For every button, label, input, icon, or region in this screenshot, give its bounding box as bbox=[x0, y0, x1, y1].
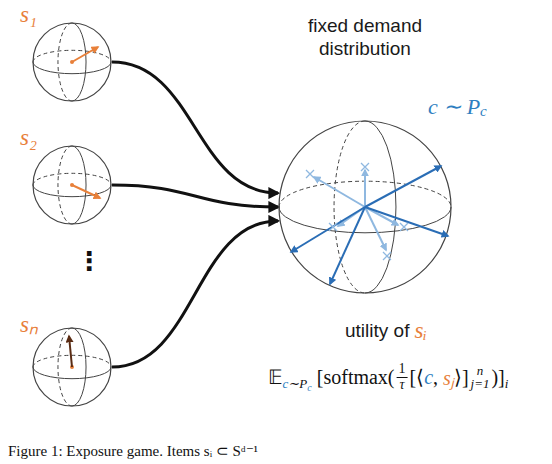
formula-line: 𝔼c∼Pc[softmax(1τ[⟨c,sⱼ⟩]nj=1)]i bbox=[268, 362, 509, 392]
flow-arrow bbox=[112, 185, 278, 207]
formula-text: [⟨ bbox=[410, 365, 425, 389]
ellipsis-dots: ⋮ bbox=[76, 246, 102, 276]
meridian-back bbox=[334, 121, 365, 293]
meridian-back bbox=[58, 146, 72, 224]
item-sphere: sₙ bbox=[32, 327, 112, 407]
demand-sphere: fixed demand distributionc ∼ Pc bbox=[278, 120, 452, 294]
sphere-center bbox=[70, 183, 74, 187]
formula-text: )] bbox=[491, 366, 504, 389]
demand-vector bbox=[330, 207, 365, 284]
demand-vector bbox=[291, 207, 365, 252]
sphere-center bbox=[70, 365, 74, 369]
equator-back bbox=[33, 173, 111, 185]
formula-text: [softmax( bbox=[317, 366, 395, 389]
demand-vector bbox=[365, 207, 398, 225]
flow-arrow bbox=[112, 62, 278, 193]
sphere-circle bbox=[33, 328, 111, 406]
sphere-outline bbox=[32, 22, 112, 102]
distribution-label: c ∼ P bbox=[428, 94, 480, 120]
index-stack: nj=1 bbox=[471, 364, 490, 390]
formula-symbol: sⱼ bbox=[443, 364, 454, 391]
distribution-subscript: c bbox=[480, 103, 487, 120]
demand-vector bbox=[365, 166, 441, 207]
meridian-front bbox=[72, 146, 86, 224]
flow-arrow bbox=[112, 221, 278, 367]
utility-line: utility ofsᵢ bbox=[345, 318, 427, 344]
item-label: s₂ bbox=[20, 125, 37, 151]
sphere-circle bbox=[33, 146, 111, 224]
formula-subscript: i bbox=[505, 376, 509, 392]
item-symbol: sᵢ bbox=[414, 318, 427, 344]
equator-back bbox=[279, 181, 451, 207]
item-vector bbox=[69, 336, 72, 367]
meridian-front bbox=[72, 328, 86, 406]
sphere-outline bbox=[32, 145, 112, 225]
formula-subscript: ∼P bbox=[288, 376, 307, 392]
demand-vector bbox=[365, 207, 386, 250]
item-label: s₁ bbox=[20, 2, 37, 28]
item-sphere: s₁ bbox=[32, 22, 112, 102]
demand-vector bbox=[364, 170, 366, 207]
sphere-outline bbox=[32, 327, 112, 407]
equator-front bbox=[33, 62, 111, 74]
equator-front bbox=[33, 367, 111, 379]
fraction: 1τ bbox=[397, 362, 408, 392]
formula-superscript: n bbox=[477, 364, 484, 377]
formula-subscript: c bbox=[283, 376, 289, 392]
sphere-heading: fixed demand distribution bbox=[260, 14, 470, 60]
demand-vector bbox=[338, 207, 365, 226]
expectation-symbol: 𝔼 bbox=[268, 365, 283, 389]
meridian-back bbox=[58, 328, 72, 406]
meridian-front bbox=[365, 121, 396, 293]
formula-text: , bbox=[433, 366, 438, 389]
equator-back bbox=[33, 50, 111, 62]
equator-back bbox=[33, 355, 111, 367]
formula-symbol: c bbox=[424, 366, 433, 389]
sphere-circle bbox=[279, 121, 451, 293]
meridian-back bbox=[58, 23, 72, 101]
item-label: sₙ bbox=[20, 307, 38, 339]
fraction-numerator: 1 bbox=[397, 362, 408, 378]
item-sphere: s₂ bbox=[32, 145, 112, 225]
figure-caption: Figure 1: Exposure game. Items sᵢ ⊂ Sᵈ⁻¹ bbox=[8, 442, 258, 460]
equator-front bbox=[33, 185, 111, 197]
item-vectors bbox=[69, 47, 100, 369]
utility-label: utility of bbox=[345, 320, 409, 342]
meridian-front bbox=[72, 23, 86, 101]
formula-subscript: j=1 bbox=[471, 377, 490, 390]
sphere-outline bbox=[278, 120, 452, 294]
formula-subscript: c bbox=[307, 382, 311, 393]
formula-text: ⟩] bbox=[454, 365, 469, 389]
equator-front bbox=[279, 207, 451, 233]
fraction-denominator: τ bbox=[400, 378, 405, 392]
sphere-circle bbox=[33, 23, 111, 101]
sphere-center bbox=[70, 60, 74, 64]
